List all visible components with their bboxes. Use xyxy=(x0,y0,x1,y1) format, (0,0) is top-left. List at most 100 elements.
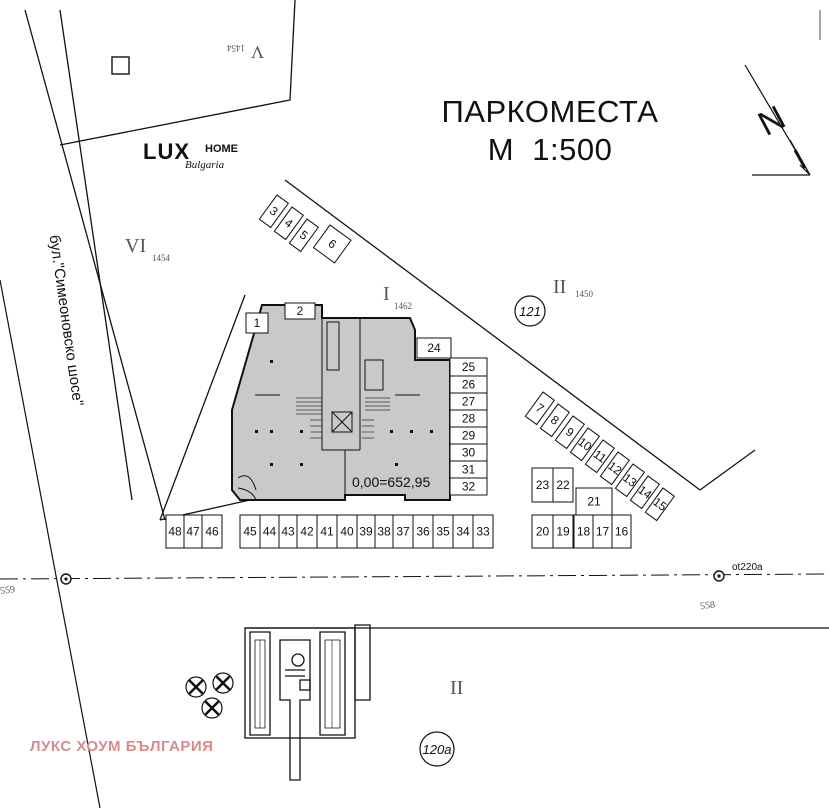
axis-line xyxy=(0,570,829,585)
plot-120a-marker: 120a xyxy=(419,731,455,767)
parking-spot-box xyxy=(531,514,554,549)
parking-spot: 24 xyxy=(416,337,452,359)
parking-spot-number: 34 xyxy=(456,525,470,539)
parking-spot-box xyxy=(584,439,616,474)
parking-spot-number: 46 xyxy=(205,525,219,539)
axis-ot220a-label: ot220a xyxy=(732,562,763,573)
parking-spot-box xyxy=(569,427,601,462)
parking-spot-box xyxy=(599,451,631,486)
parking-spot: 48 xyxy=(165,514,185,549)
parking-spot-number: 37 xyxy=(396,525,410,539)
parking-spot-number: 41 xyxy=(320,525,334,539)
parking-spot-box xyxy=(644,487,676,522)
plot-121-label: 121 xyxy=(519,304,541,319)
parking-spot-number: 31 xyxy=(462,463,476,477)
watermark: ЛУКС ХОУМ БЪЛГАРИЯ xyxy=(30,738,214,755)
plot-vi-number: 1454 xyxy=(152,253,171,263)
parking-spot-number: 16 xyxy=(615,525,629,539)
plot-i-label: I xyxy=(383,283,390,305)
parking-spot-number: 28 xyxy=(462,412,476,426)
axis-559-label: 559 xyxy=(0,584,16,597)
parking-spot: 27 xyxy=(449,392,488,411)
parking-spot: 36 xyxy=(412,514,434,549)
parking-spot: 21 xyxy=(575,487,613,516)
parking-spots: 1234567891011121314151617181920212223242… xyxy=(165,194,676,549)
parking-spot-number: 38 xyxy=(377,525,391,539)
parking-spot: 6 xyxy=(312,224,352,264)
plot-ii-bottom-label: II xyxy=(450,677,463,699)
parking-spot-number: 25 xyxy=(462,360,476,374)
parking-spot-number: 32 xyxy=(462,480,476,494)
parking-spot-number: 27 xyxy=(462,395,476,409)
parking-spot-number: 43 xyxy=(281,525,295,539)
parking-spot: 26 xyxy=(449,375,488,394)
page-title: ПАРКОМЕСТА М 1:500 xyxy=(400,93,700,169)
plot-ii-top-number: 1450 xyxy=(575,289,594,299)
parking-spot: 14 xyxy=(629,475,661,510)
plot-120a-label: 120a xyxy=(423,742,452,757)
parking-spot: 33 xyxy=(472,514,494,549)
parking-spot-number: 45 xyxy=(243,525,257,539)
parking-spot: 28 xyxy=(449,409,488,428)
parking-spot: 19 xyxy=(552,514,574,549)
parking-spot-number: 42 xyxy=(300,525,314,539)
parking-spot: 43 xyxy=(278,514,298,549)
parking-spot-box xyxy=(258,194,290,229)
parking-spot-number: 39 xyxy=(359,525,373,539)
parking-spot: 10 xyxy=(569,427,601,462)
parking-spot: 46 xyxy=(201,514,223,549)
parking-spot-box xyxy=(629,475,661,510)
parking-spot-number: 19 xyxy=(556,525,570,539)
parking-spot-box xyxy=(531,467,554,503)
plot-v-number: 1454 xyxy=(227,43,246,53)
parking-spot: 35 xyxy=(432,514,454,549)
logo-brand: LUX xyxy=(143,139,190,164)
parking-spot: 32 xyxy=(449,477,488,496)
parking-spot: 16 xyxy=(611,514,632,549)
parking-spot-number: 20 xyxy=(536,525,550,539)
parking-spot: 47 xyxy=(183,514,203,549)
parking-spot-number: 29 xyxy=(462,429,476,443)
parking-spot-number: 44 xyxy=(263,525,277,539)
parking-spot: 9 xyxy=(554,415,586,450)
parking-spot-number: 33 xyxy=(476,525,490,539)
logo-home: HOME xyxy=(205,143,238,155)
parking-spot: 7 xyxy=(524,391,556,426)
parking-spot-box xyxy=(273,206,305,241)
parking-spot-number: 36 xyxy=(416,525,430,539)
axis-558-label: 558 xyxy=(699,599,715,612)
parking-spot-number: 23 xyxy=(536,478,550,492)
elevation-label: 0,00=652,95 xyxy=(352,474,430,490)
parking-spot: 5 xyxy=(288,218,320,253)
plot-121-marker: 121 xyxy=(514,295,546,327)
parking-spot: 20 xyxy=(531,514,554,549)
parking-spot: 13 xyxy=(614,463,646,498)
trees xyxy=(185,672,234,719)
parking-spot: 23 xyxy=(531,467,554,503)
parking-spot-number: 30 xyxy=(462,446,476,460)
parking-spot-box xyxy=(245,312,269,334)
parking-spot-box xyxy=(575,487,613,516)
parking-spot: 39 xyxy=(356,514,376,549)
parking-spot: 15 xyxy=(644,487,676,522)
logo-country: Bulgaria xyxy=(185,159,225,171)
parking-spot-number: 24 xyxy=(427,341,441,355)
north-label: N xyxy=(752,98,792,143)
parking-spot: 18 xyxy=(573,514,594,549)
parking-spot-box xyxy=(614,463,646,498)
parking-spot: 42 xyxy=(296,514,318,549)
parking-spot-box xyxy=(284,302,316,320)
title-line-1: ПАРКОМЕСТА xyxy=(441,94,659,129)
plot-ii-top-label: II xyxy=(553,276,566,298)
parking-spot-number: 26 xyxy=(462,378,476,392)
parking-spot-box xyxy=(449,477,488,496)
parking-spot: 38 xyxy=(374,514,394,549)
north-arrow-icon xyxy=(744,64,811,176)
parking-spot-box xyxy=(165,514,185,549)
parking-spot: 29 xyxy=(449,426,488,445)
plot-v-label: V xyxy=(251,42,264,62)
plot-i-number: 1462 xyxy=(394,301,412,311)
parking-spot: 30 xyxy=(449,443,488,462)
parking-spot-box xyxy=(524,391,556,426)
